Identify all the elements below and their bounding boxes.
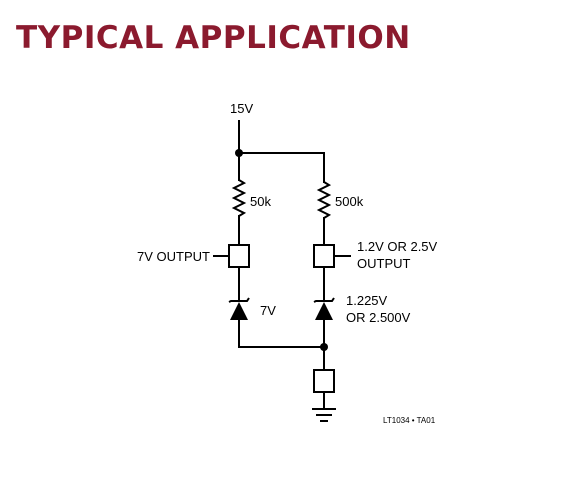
right-zener-diode-icon <box>315 302 333 320</box>
left-diode-label: 7V <box>260 303 276 318</box>
right-resistor-icon <box>316 181 332 219</box>
right-zener-bar <box>313 297 335 303</box>
left-zener-bar <box>228 297 250 303</box>
top-rail-wire <box>238 152 325 183</box>
bottom-junction-dot <box>320 343 328 351</box>
right-diode-label-line1: 1.225V <box>346 293 388 308</box>
right-diode-label-line2: OR 2.500V <box>346 310 411 325</box>
supply-label: 15V <box>230 101 253 116</box>
ground-terminal-icon <box>313 369 335 393</box>
left-resistor-label: 50k <box>250 194 271 209</box>
left-zener-diode-icon <box>230 302 248 320</box>
bottom-left-wire <box>238 319 325 348</box>
left-output-terminal-icon <box>228 244 250 268</box>
right-output-label-line2: OUTPUT <box>357 256 411 271</box>
right-output-terminal-icon <box>313 244 335 268</box>
figure-id-label: LT1034 • TA01 <box>383 416 436 425</box>
left-output-label: 7V OUTPUT <box>137 249 210 264</box>
section-heading: TYPICAL APPLICATION <box>16 20 411 56</box>
right-output-label-line1: 1.2V OR 2.5V <box>357 239 438 254</box>
right-resistor-label: 500k <box>335 194 364 209</box>
left-resistor-icon <box>231 179 247 217</box>
ground-icon <box>312 408 336 422</box>
